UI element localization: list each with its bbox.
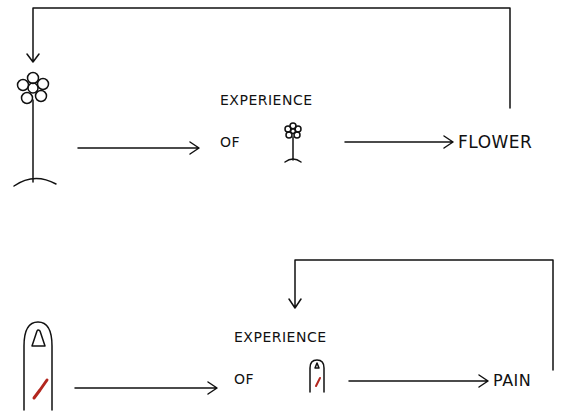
finger-outline xyxy=(24,322,52,410)
text-node: FLOWER xyxy=(458,130,568,154)
text-node: EXPERIENCE OF xyxy=(220,79,340,163)
finger-nail xyxy=(32,330,45,346)
flower-stem xyxy=(32,100,34,182)
finger-icon-outline xyxy=(310,360,324,392)
flower-drawing xyxy=(14,73,56,187)
flower-icon-petal xyxy=(286,132,292,138)
node-label: FLOWER xyxy=(458,130,568,154)
flower-icon-stem xyxy=(292,137,294,160)
flower-petal xyxy=(22,93,33,104)
input-arrow xyxy=(78,142,199,154)
flower-center xyxy=(28,83,38,93)
flower-ground xyxy=(14,178,56,186)
finger-drawing xyxy=(24,322,52,410)
flow-arrow xyxy=(345,136,453,148)
text-node: EXPERIENCE OF xyxy=(234,316,344,400)
input-arrow xyxy=(75,382,217,394)
flow-arrow xyxy=(289,260,553,370)
flow-arrow xyxy=(349,375,488,387)
flower-petal xyxy=(28,73,39,84)
node-label: PAIN xyxy=(493,370,558,392)
flower-icon-petal xyxy=(294,132,300,138)
flower-icon-petal xyxy=(295,126,301,132)
finger-icon-nail xyxy=(315,363,319,368)
flower-petal xyxy=(38,79,49,90)
finger-cut xyxy=(34,380,47,398)
flower-petal xyxy=(18,80,29,91)
flower-icon xyxy=(285,123,301,162)
finger-icon-cut xyxy=(316,378,320,386)
flower-icon-petal xyxy=(285,126,291,132)
node-label: EXPERIENCE OF xyxy=(220,79,325,163)
flower-petal xyxy=(36,91,47,102)
text-node: PAIN xyxy=(493,370,558,392)
flower-icon-ground xyxy=(285,159,301,162)
finger-icon xyxy=(310,360,324,392)
node-label: EXPERIENCE OF xyxy=(234,316,339,400)
